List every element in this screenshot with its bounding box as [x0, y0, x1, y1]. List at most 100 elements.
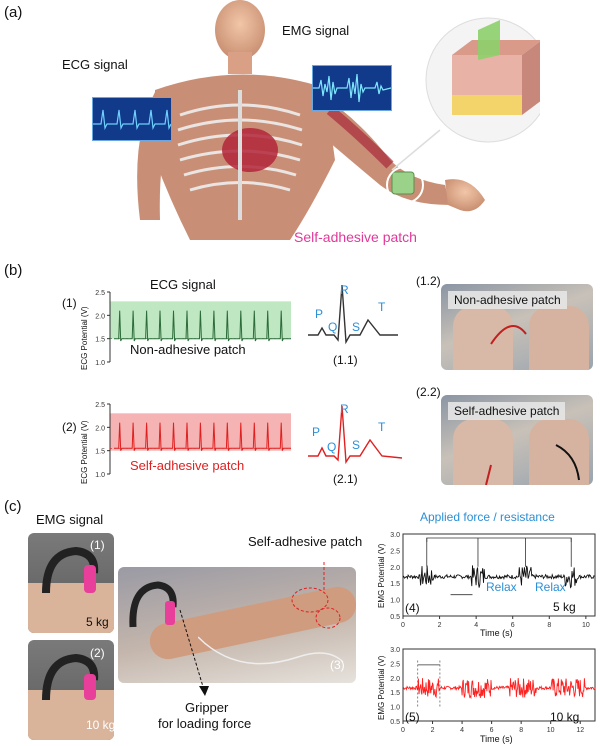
y-tick-label: 1.0	[95, 472, 105, 479]
emg-monitor	[312, 65, 392, 111]
y-tick-label: 3.0	[390, 647, 400, 654]
y-tick-label: 1.5	[95, 449, 105, 456]
panel-a-label: (a)	[4, 4, 23, 21]
y-tick-label: 2.5	[390, 661, 400, 668]
non-adhesive-caption: Non-adhesive patch	[448, 291, 567, 309]
gripper-3	[129, 581, 177, 628]
chart5-xlabel: Time (s)	[480, 734, 513, 744]
arm-photo	[118, 567, 356, 683]
ecg-monitor-trace	[93, 109, 172, 131]
x-tick-label: 10	[547, 727, 555, 734]
gripper-1	[42, 546, 99, 594]
y-tick-label: 0.5	[390, 719, 400, 726]
ecg-monitor	[92, 97, 172, 141]
relax-label-1: Relax	[486, 580, 517, 594]
wave-p-1: P	[315, 307, 324, 321]
self-adhesive-patch-label-c: Self-adhesive patch	[248, 534, 363, 549]
y-tick-label: 2.0	[390, 676, 400, 683]
y-tick-label: 1.5	[390, 581, 400, 588]
photo-2-2-index: (2.2)	[416, 385, 441, 399]
emg-trace	[402, 565, 595, 589]
forearm-right	[529, 306, 589, 370]
y-tick-label: 2.0	[95, 425, 105, 432]
chart4-index: (4)	[405, 601, 420, 615]
electrode-cables	[198, 636, 344, 665]
complex-label-1: (1.1)	[333, 353, 358, 367]
row2-subtitle: Self-adhesive patch	[130, 458, 245, 473]
plot-frame	[402, 533, 596, 617]
chart4-ylabel: EMG Potential (V)	[377, 543, 386, 608]
x-tick-label: 10	[582, 622, 590, 629]
self-adhesive-patch-label: Self-adhesive patch	[294, 229, 417, 245]
wave-p-2: P	[312, 425, 321, 439]
row1-index: (1)	[62, 296, 77, 310]
pqrst-complex-2	[308, 405, 403, 465]
photo1-weight: 5 kg	[86, 615, 109, 629]
chart4-xlabel: Time (s)	[480, 628, 513, 638]
y-tick-label: 2.5	[95, 402, 105, 409]
y-tick-label: 2.5	[390, 548, 400, 555]
forearm-left	[453, 306, 513, 370]
photo-1-2-index: (1.2)	[416, 274, 441, 288]
wave-r-1: R	[340, 283, 349, 297]
wave-q-2: Q	[327, 440, 337, 454]
pqrst-complex-1	[308, 284, 398, 345]
y-tick-label: 2.0	[390, 565, 400, 572]
chart5-weight: 10 kg	[550, 710, 580, 724]
photo2-index: (2)	[90, 646, 105, 660]
x-tick-label: 4	[460, 727, 464, 734]
ecg-chart-1: 2.5 2.0 1.5 1.0	[95, 290, 291, 367]
y-tick-label: 0.5	[390, 614, 400, 621]
y-tick-label: 1.5	[95, 337, 105, 344]
x-tick-label: 4	[474, 622, 478, 629]
y-tick-label: 3.0	[390, 532, 400, 539]
emg-title: EMG signal	[36, 512, 104, 527]
plot-frame	[402, 648, 596, 722]
relax-label-2: Relax	[535, 580, 566, 594]
y-tick-label: 2.0	[95, 313, 105, 320]
panel-b-label: (b)	[4, 262, 23, 279]
x-tick-label: 2	[438, 622, 442, 629]
chart5-index: (5)	[405, 710, 420, 724]
force-bracket	[426, 537, 572, 542]
y-tick-label: 1.0	[95, 360, 105, 367]
wave-s-1: S	[352, 320, 361, 334]
x-tick-label: 12	[576, 727, 584, 734]
panel-c-label: (c)	[4, 498, 22, 515]
y-tick-label: 1.5	[390, 690, 400, 697]
row1-subtitle: Non-adhesive patch	[130, 342, 246, 357]
photo2-weight: 10 kg	[86, 718, 116, 732]
emg-monitor-trace	[313, 73, 392, 103]
emg-trace	[402, 677, 596, 700]
emg-signal-label: EMG signal	[282, 23, 350, 38]
y-tick-label: 2.5	[95, 290, 105, 297]
row1-title: ECG signal	[150, 277, 216, 292]
ecg-chart-2: 2.5 2.0 1.5 1.0	[95, 402, 291, 479]
gripper-label-2: for loading force	[158, 716, 252, 731]
grip-photo-5kg	[28, 533, 114, 633]
y-tick-label: 1.0	[390, 598, 400, 605]
photo1-index: (1)	[90, 538, 105, 552]
x-tick-label: 2	[431, 727, 435, 734]
wave-q-1: Q	[328, 320, 338, 334]
applied-force-label: Applied force / resistance	[420, 510, 555, 524]
ecg-signal-label: ECG signal	[62, 57, 128, 72]
chart5-ylabel: EMG Potential (V)	[377, 655, 386, 720]
grip-photo-10kg	[28, 640, 114, 740]
chart4-weight: 5 kg	[553, 600, 576, 614]
x-tick-label: 6	[490, 727, 494, 734]
body-illustration	[137, 0, 540, 240]
complex-label-2: (2.1)	[333, 472, 358, 486]
x-tick-label: 8	[547, 622, 551, 629]
x-tick-label: 0	[401, 727, 405, 734]
y-tick-label: 1.0	[390, 705, 400, 712]
wave-r-2: R	[340, 402, 349, 416]
gripper-label-1: Gripper	[185, 700, 229, 715]
wave-s-2: S	[352, 438, 361, 452]
ecg-trace	[114, 422, 291, 451]
ecg-trace	[114, 310, 291, 342]
x-tick-label: 6	[511, 622, 515, 629]
electrode-wire	[490, 325, 527, 345]
